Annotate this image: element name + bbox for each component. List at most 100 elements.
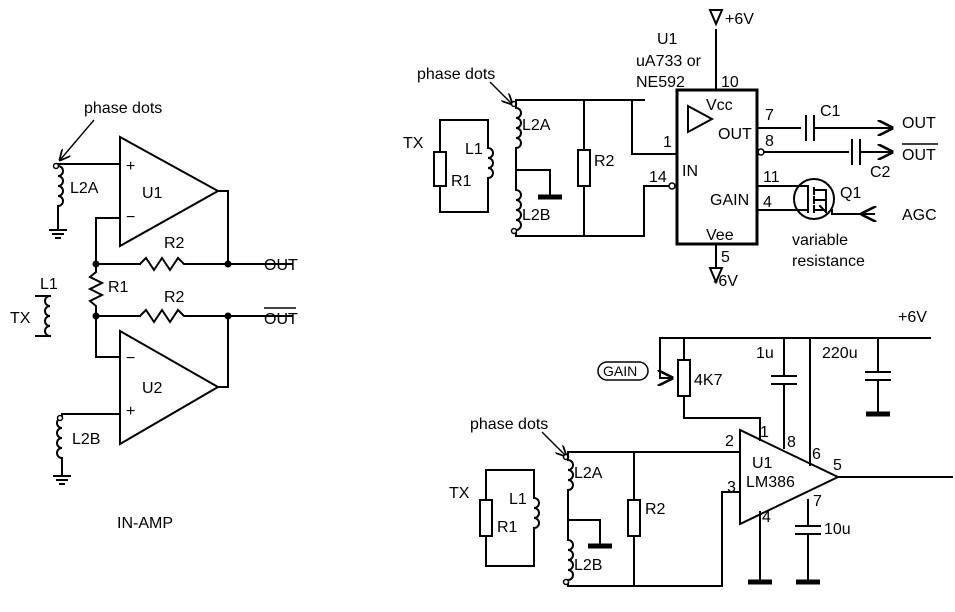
coil-l1-top <box>487 119 494 213</box>
resistor-r2-bottom-circuit <box>627 499 641 537</box>
lm386-symbol <box>739 428 841 526</box>
ic-ua733-body <box>675 88 759 246</box>
r1-label-left: R1 <box>108 279 129 296</box>
phase-dots-arrow-bottom <box>541 431 566 456</box>
vcc-supply-arrow <box>708 9 724 27</box>
l2a-label-left: L2A <box>70 180 99 197</box>
capacitor-1u <box>771 375 797 385</box>
out-bar-label-top: OUT <box>902 147 936 164</box>
phase-dots-label-left: phase dots <box>84 100 162 117</box>
tx-label-left: TX <box>10 310 31 327</box>
out-label-top: OUT <box>902 115 936 132</box>
out-label-left: OUT <box>264 257 298 274</box>
pin5-label-bottom: 5 <box>833 457 842 474</box>
pin1-label-bottom: 1 <box>760 424 769 441</box>
l2b-label-left: L2B <box>72 431 100 448</box>
tx-label-top: TX <box>403 135 424 152</box>
c2-label: C2 <box>870 164 891 181</box>
r2-top-label: R2 <box>164 235 185 252</box>
capacitor-c1 <box>805 115 815 141</box>
capacitor-220u <box>865 371 891 381</box>
pin7-label-bottom: 7 <box>813 493 822 510</box>
l2b-label-top: L2B <box>522 207 550 224</box>
coil-l2b-bottom <box>567 519 574 587</box>
ground-l2b <box>53 469 71 485</box>
l2a-label-bottom: L2A <box>574 465 603 482</box>
phase-dots-label-top: phase dots <box>417 66 495 83</box>
pot-label: 4K7 <box>694 372 723 389</box>
lm386-circuit: phase dots TX R1 L1 L2A L2B R2 U1 LM386 … <box>449 309 953 587</box>
r2-bottom-label: R2 <box>164 289 185 306</box>
pin10-label-top: 10 <box>721 74 739 91</box>
vee-supply-arrow <box>708 267 724 285</box>
part-label-top: uA733 or <box>636 53 702 70</box>
ic-gain-label: GAIN <box>710 192 749 209</box>
c1-label: C1 <box>820 103 841 120</box>
l1-label-top: L1 <box>465 141 483 158</box>
note-variable: variable <box>792 232 848 249</box>
u2-label: U2 <box>142 380 163 397</box>
ic-out-label: OUT <box>718 126 752 143</box>
coil-l2a-left <box>57 163 64 223</box>
u2-plus: + <box>126 403 135 420</box>
u1-minus: − <box>126 209 135 226</box>
u1-label-top: U1 <box>657 31 678 48</box>
gain-tag-label: GAIN <box>603 363 637 379</box>
coil-l1-bottom <box>533 469 540 567</box>
pin8-label-bottom: 8 <box>787 434 796 451</box>
pin5-label-top: 5 <box>721 249 730 266</box>
coil-l2b-top <box>515 169 522 237</box>
l2b-label-bottom: L2B <box>574 557 602 574</box>
pin2-label-bottom: 2 <box>725 433 734 450</box>
potentiometer-4k7 <box>677 359 691 397</box>
pin7-label-top: 7 <box>765 107 774 124</box>
opamp-u1-symbol <box>119 135 221 248</box>
l2a-label-top: L2A <box>522 117 551 134</box>
coil-l2a-bottom <box>567 451 601 545</box>
vee-supply-label: -6V <box>713 273 738 290</box>
coil-l1-left <box>44 294 52 338</box>
u2-minus: − <box>126 350 135 367</box>
phase-dots-arrow-top <box>489 81 512 104</box>
out-bar-label-left: OUT <box>264 311 298 328</box>
coil-l2b-left <box>56 413 63 471</box>
r2-label-top: R2 <box>594 153 615 170</box>
resistor-r1-top <box>433 151 447 187</box>
u1-label: U1 <box>142 185 163 202</box>
coil-l2a-top <box>515 99 551 197</box>
resistor-r1-bottom <box>479 499 493 537</box>
video-amp-circuit: phase dots TX R1 L1 L2A L2B R2 1 14 Vcc <box>403 9 938 290</box>
ic-in-label: IN <box>682 163 698 180</box>
pin3-label-bottom: 3 <box>727 479 736 496</box>
pin8-label-top: 8 <box>765 133 774 150</box>
capacitor-10u <box>795 525 821 535</box>
pin14-label-top: 14 <box>649 169 667 186</box>
cap-1u-label: 1u <box>756 345 774 362</box>
ic-amp-symbol <box>687 104 715 134</box>
ground-l2a <box>49 221 67 239</box>
phase-dots-arrow-left <box>60 119 95 160</box>
part2-label-top: NE592 <box>636 74 685 91</box>
mosfet-q1-symbol <box>793 178 835 220</box>
pin11-label-top: 11 <box>763 169 780 186</box>
pin1-label-top: 1 <box>663 134 672 151</box>
lm386-part-label: LM386 <box>746 474 795 491</box>
r1-label-top: R1 <box>451 173 472 190</box>
cap-220u-label: 220u <box>822 345 858 362</box>
resistor-r1-left <box>87 263 105 317</box>
pin4-label-top: 4 <box>763 194 772 211</box>
q1-label: Q1 <box>840 185 861 202</box>
in-amp-circuit: + − U1 − + U2 L2A phase dots R2 OUT R1 R… <box>10 100 298 532</box>
l1-label-bottom: L1 <box>509 491 527 508</box>
ic-vcc-label: Vcc <box>706 97 733 114</box>
supply-label-bottom: +6V <box>898 309 927 326</box>
tx-label-bottom: TX <box>449 485 470 502</box>
capacitor-c2 <box>851 139 861 165</box>
resistor-r2-top <box>138 256 229 272</box>
resistor-r2-bottom <box>138 308 293 324</box>
pin4-label-bottom: 4 <box>762 509 771 526</box>
lm386-u1-label: U1 <box>752 455 773 472</box>
ic-vee-label: Vee <box>706 227 734 244</box>
